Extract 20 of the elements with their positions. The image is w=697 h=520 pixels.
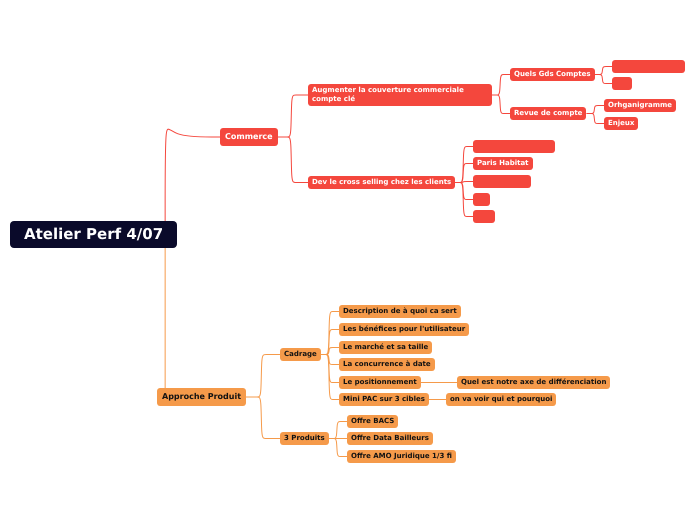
connector-line	[246, 396, 280, 439]
connector-line	[164, 248, 166, 388]
connector-line	[454, 182, 474, 217]
topic-box	[473, 193, 490, 206]
topic-box	[612, 60, 685, 73]
central-topic: Atelier Perf 4/07	[10, 221, 178, 248]
connector-line	[320, 354, 340, 400]
topic-box	[473, 210, 495, 223]
topic-box: Approche Produit	[157, 388, 246, 406]
topic-box	[612, 77, 632, 90]
connector-line	[164, 128, 220, 222]
connector-line	[328, 438, 348, 457]
topic-box: Commerce	[220, 128, 278, 146]
topic-box	[473, 140, 555, 153]
connector-line	[420, 382, 458, 383]
topic-box	[473, 175, 531, 188]
connector-line	[586, 113, 604, 124]
connector-line	[277, 136, 308, 183]
connector-line	[594, 74, 612, 84]
connector-line	[428, 399, 446, 400]
